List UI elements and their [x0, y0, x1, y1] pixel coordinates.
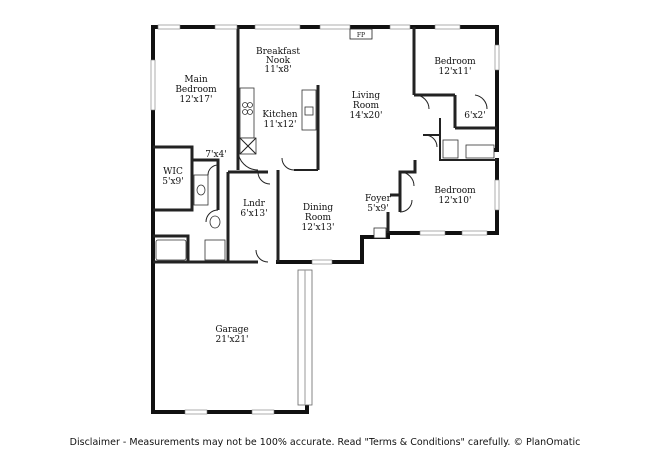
kitchen-fixtures: [239, 87, 317, 155]
room-size-lndr: 6'x13': [240, 209, 267, 219]
room-size-bedroom-1: 12'x11': [439, 67, 472, 77]
room-size-breakfast-nook: 11'x8': [264, 65, 291, 75]
room-name-garage: Garage: [215, 325, 248, 335]
disclaimer-text: Disclaimer - Measurements may not be 100…: [69, 437, 581, 448]
room-name-bedroom-2: Bedroom: [434, 186, 476, 196]
room-name-foyer: Foyer: [365, 194, 392, 204]
room-name-breakfast-nook: Breakfast: [256, 47, 300, 57]
room-name-main-bedroom-2: Bedroom: [175, 85, 217, 95]
room-size-dining-room: 12'x13': [302, 223, 335, 233]
room-name-living-room-2: Room: [353, 101, 380, 111]
fireplace: FP: [349, 28, 373, 40]
garage-door: [297, 269, 313, 406]
room-name-kitchen: Kitchen: [262, 110, 297, 120]
room-size-kitchen: 11'x12': [264, 120, 297, 130]
room-name-main-bedroom: Main: [184, 75, 207, 85]
room-size-living-room: 14'x20': [350, 111, 383, 121]
room-size-bedroom-2: 12'x10': [439, 196, 472, 206]
bath-fixtures: [155, 139, 495, 261]
room-name-lndr: Lndr: [243, 199, 266, 209]
room-name-wic: WIC: [163, 167, 183, 177]
room-name-breakfast-nook-2: Nook: [266, 56, 291, 66]
room-name-dining-room-2: Room: [305, 213, 332, 223]
room-size-garage: 21'x21': [216, 335, 249, 345]
room-size-bath-6x2: 6'x2': [464, 111, 485, 121]
room-size-foyer: 5'x9': [367, 204, 388, 214]
room-name-dining-room: Dining: [303, 203, 334, 213]
windows: [150, 24, 500, 415]
room-name-living-room: Living: [352, 91, 381, 101]
room-size-wic: 5'x9': [162, 177, 183, 187]
room-size-main-bedroom: 12'x17': [180, 95, 213, 105]
doors: [205, 94, 488, 263]
room-name-bedroom-1: Bedroom: [434, 57, 476, 67]
fireplace-label: FP: [357, 32, 365, 39]
room-labels: Breakfast Nook 11'x8' Main Bedroom 12'x1…: [162, 47, 485, 345]
room-size-bath-7x4: 7'x4': [205, 150, 226, 160]
